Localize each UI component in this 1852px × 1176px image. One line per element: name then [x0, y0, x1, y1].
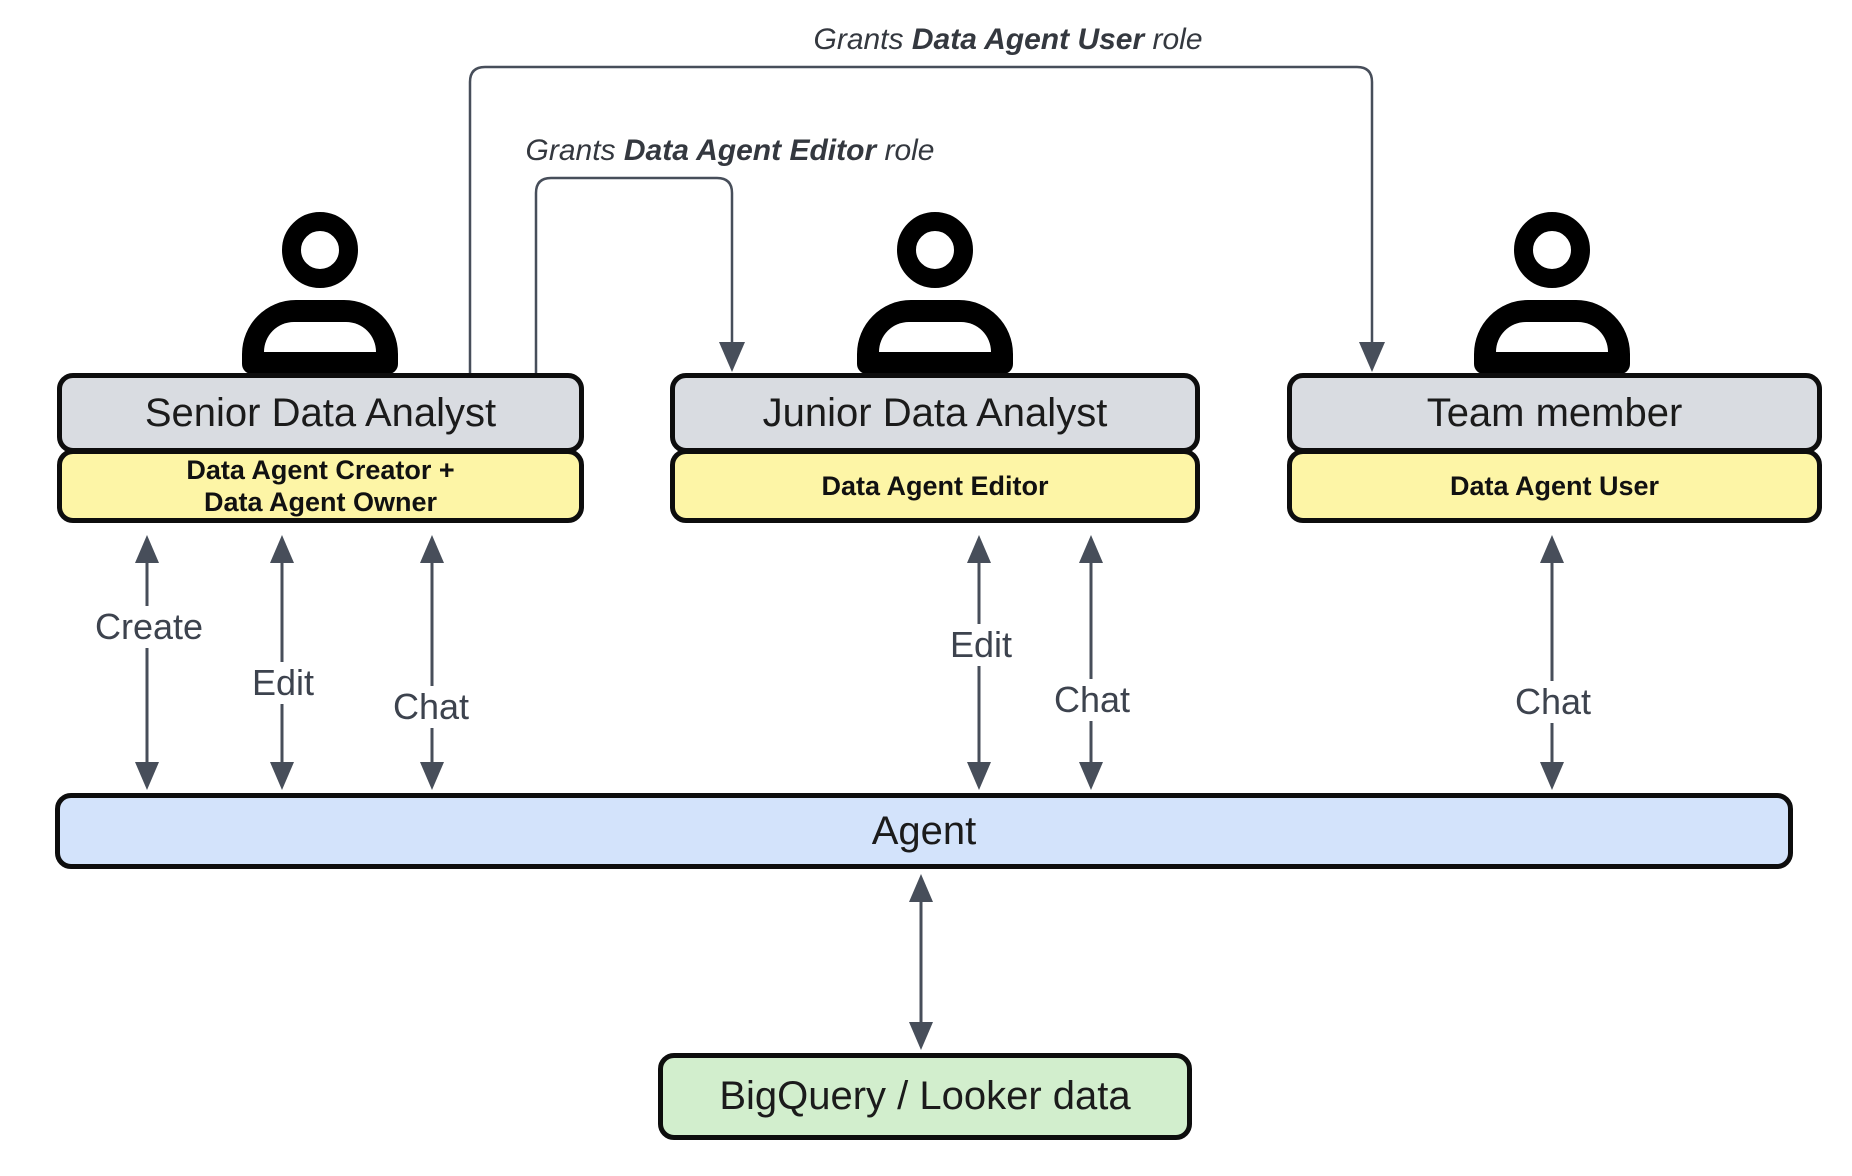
senior-analyst-name: Senior Data Analyst [57, 373, 584, 453]
create-arrow [135, 535, 159, 790]
senior-analyst-person-icon [240, 212, 400, 378]
create-label: Create [85, 606, 213, 648]
grant-editor-suffix: role [876, 134, 935, 167]
person-body-cutout [1496, 322, 1608, 352]
team-member-role-line1: Data Agent User [1449, 471, 1660, 501]
team-member-name: Team member [1287, 373, 1822, 453]
team-chat-arrow [1540, 535, 1564, 790]
grant-editor-connector [534, 176, 734, 374]
senior-edit-label: Edit [242, 662, 324, 704]
agent-bar: Agent [55, 793, 1793, 869]
senior-chat-arrow [420, 535, 444, 790]
datasource-label: BigQuery / Looker data [719, 1074, 1131, 1118]
person-body-cutout [264, 322, 376, 352]
team-member-person-icon [1472, 212, 1632, 378]
person-head [282, 212, 358, 288]
grant-user-arrowhead [1359, 342, 1385, 372]
senior-analyst-name-label: Senior Data Analyst [144, 390, 497, 435]
grant-user-suffix: role [1144, 23, 1203, 56]
senior-analyst-role-line2: Data Agent Owner [203, 487, 438, 517]
person-body-cutout [879, 322, 991, 352]
grant-editor-role-name: Data Agent Editor [623, 134, 877, 167]
grant-user-prefix: Grants [813, 23, 912, 56]
agent-data-arrow [909, 874, 933, 1050]
junior-analyst-role-line1: Data Agent Editor [821, 471, 1049, 501]
team-member-role: Data Agent User [1287, 449, 1822, 523]
senior-analyst-box: Senior Data Analyst Data Agent Creator +… [57, 373, 584, 523]
senior-chat-label: Chat [383, 686, 479, 728]
junior-chat-arrow [1079, 535, 1103, 790]
grant-editor-arrowhead [719, 342, 745, 372]
team-member-box: Team member Data Agent User [1287, 373, 1822, 523]
datasource-box: BigQuery / Looker data [658, 1053, 1192, 1140]
person-head [897, 212, 973, 288]
senior-analyst-role: Data Agent Creator + Data Agent Owner [57, 449, 584, 523]
person-head [1514, 212, 1590, 288]
agent-label: Agent [871, 808, 977, 853]
grant-editor-role-label: Grants Data Agent Editor role [526, 134, 935, 168]
junior-analyst-person-icon [855, 212, 1015, 378]
grant-user-role-label: Grants Data Agent User role [813, 23, 1202, 57]
junior-analyst-role: Data Agent Editor [670, 449, 1200, 523]
junior-chat-label: Chat [1044, 679, 1140, 721]
junior-analyst-name: Junior Data Analyst [670, 373, 1200, 453]
junior-analyst-box: Junior Data Analyst Data Agent Editor [670, 373, 1200, 523]
junior-edit-label: Edit [940, 624, 1022, 666]
team-chat-label: Chat [1505, 681, 1601, 723]
senior-analyst-role-line1: Data Agent Creator + [186, 455, 455, 485]
team-member-name-label: Team member [1426, 390, 1683, 435]
grant-user-role-name: Data Agent User [911, 23, 1145, 56]
grant-editor-prefix: Grants [525, 134, 624, 167]
junior-analyst-name-label: Junior Data Analyst [762, 390, 1108, 435]
